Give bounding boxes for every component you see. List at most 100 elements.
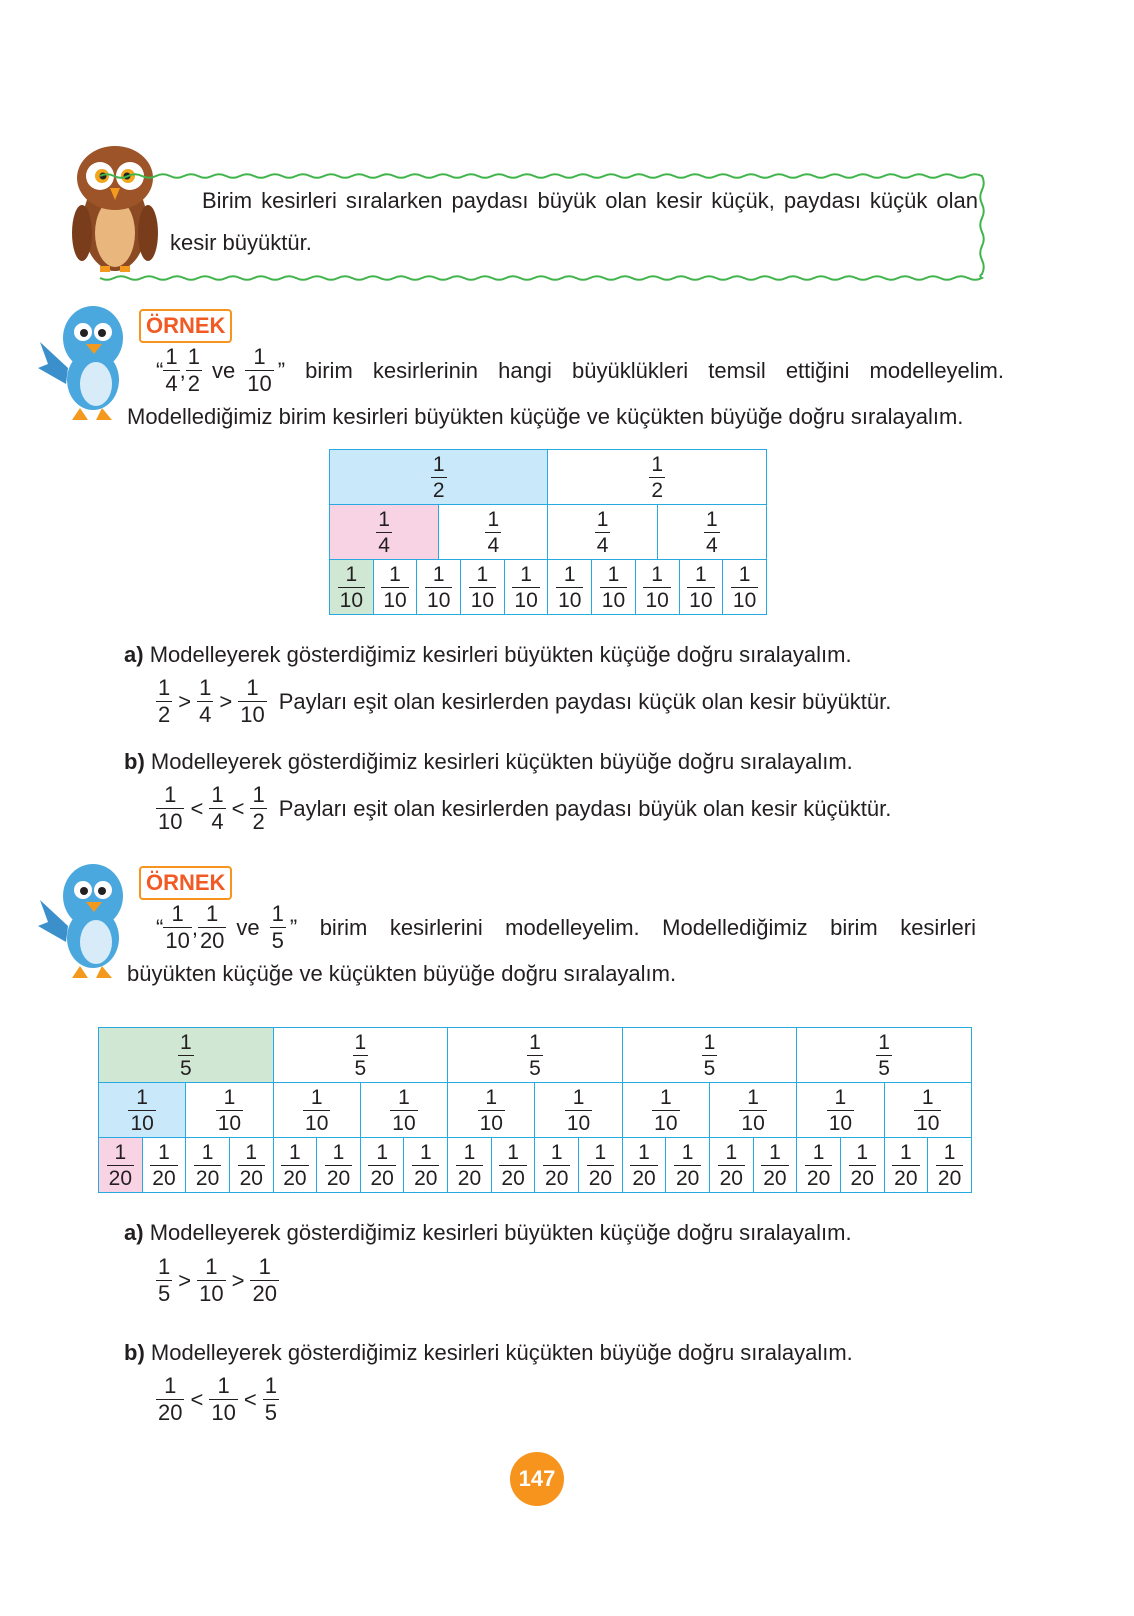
question-b: b) Modelleyerek gösterdiğimiz kesirleri … [124, 749, 853, 774]
bird-mascot-icon [38, 306, 123, 420]
example2-line2: büyükten küçüğe ve küçükten büyüğe doğru… [127, 961, 677, 986]
comparison-sign: > [178, 688, 192, 714]
comparison-sign: < [190, 1386, 204, 1412]
example-badge: ÖRNEK [139, 866, 233, 900]
comparison-sign: > [231, 1267, 245, 1293]
question-a: a) Modelleyerek gösterdiğimiz kesirleri … [124, 642, 852, 667]
example-badge: ÖRNEK [139, 309, 233, 343]
rule-note: Payları eşit olan kesirlerden paydası bü… [278, 795, 892, 821]
rule-note: Payları eşit olan kesirlerden paydası kü… [278, 688, 892, 714]
comparison-sign: > [178, 1267, 192, 1293]
comparison-sign: < [190, 795, 204, 821]
